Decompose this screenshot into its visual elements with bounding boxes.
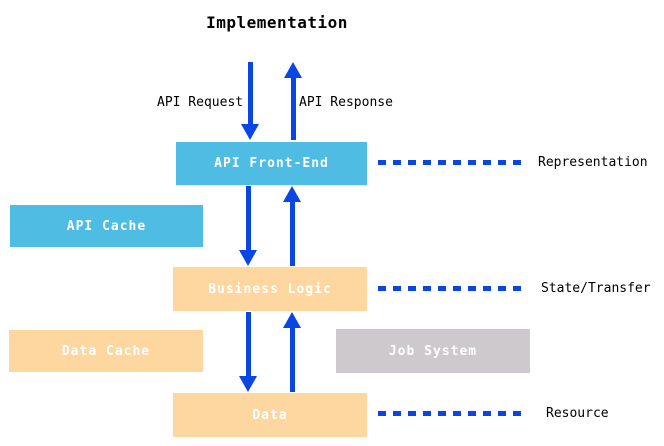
- api-response-label: API Response: [299, 95, 393, 110]
- representation-dashed-line: [378, 160, 524, 165]
- arrow-head: [284, 62, 302, 78]
- resource-label: Resource: [546, 406, 609, 421]
- arrow-head: [283, 312, 301, 328]
- arrow-head: [241, 124, 259, 140]
- arrow-head: [239, 376, 257, 392]
- api-response-arrow-icon: [284, 62, 302, 140]
- api-request-arrow-icon: [241, 62, 259, 140]
- resource-dashed-line: [378, 411, 524, 416]
- logic-to-data-arrow-icon: [239, 312, 257, 392]
- state-transfer-dashed-line: [378, 286, 524, 291]
- front-end-to-logic-arrow-icon: [239, 186, 257, 266]
- diagram-title: Implementation: [206, 13, 348, 32]
- api-front-end-box: API Front-End: [176, 142, 367, 185]
- logic-to-front-end-arrow-icon: [283, 186, 301, 266]
- data-cache-box: Data Cache: [9, 330, 203, 372]
- arrow-shaft: [245, 312, 251, 379]
- state-transfer-label: State/Transfer: [541, 281, 651, 296]
- business-logic-box: Business Logic: [173, 267, 367, 311]
- arrow-shaft: [289, 325, 295, 392]
- arrow-shaft: [245, 186, 251, 253]
- api-request-label: API Request: [157, 95, 244, 110]
- api-cache-box: API Cache: [10, 205, 203, 247]
- arrow-head: [283, 186, 301, 202]
- arrow-shaft: [247, 62, 253, 127]
- representation-label: Representation: [538, 155, 648, 170]
- data-to-logic-arrow-icon: [283, 312, 301, 392]
- data-box: Data: [173, 393, 367, 437]
- arrow-shaft: [289, 199, 295, 266]
- arrow-shaft: [290, 75, 296, 140]
- arrow-head: [239, 250, 257, 266]
- job-system-box: Job System: [336, 329, 530, 373]
